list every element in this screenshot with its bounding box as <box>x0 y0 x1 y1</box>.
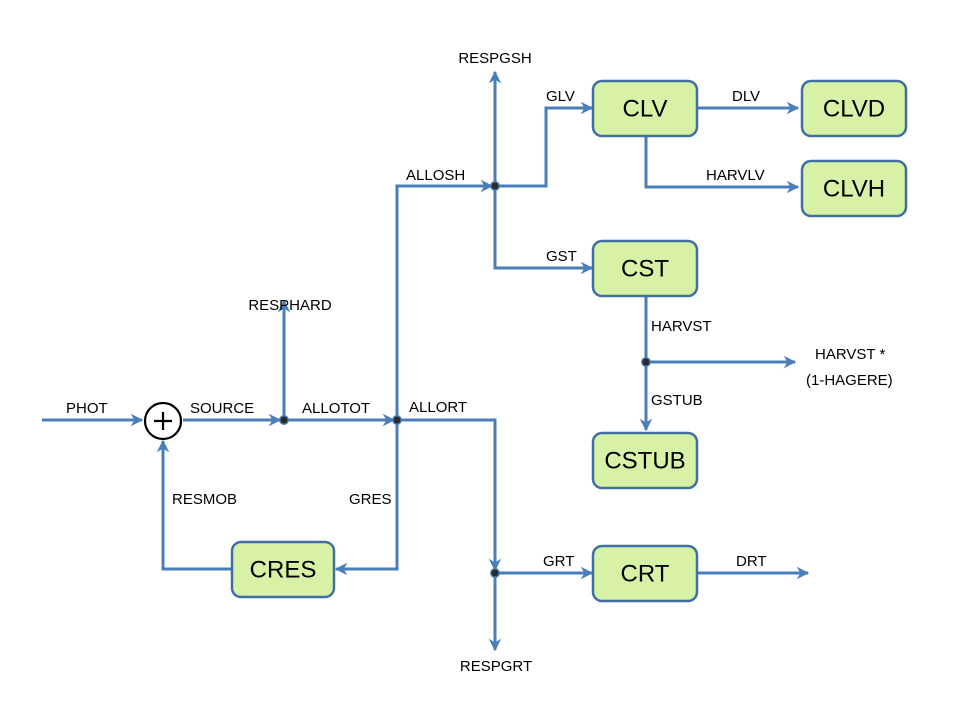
label-drt: DRT <box>736 553 767 570</box>
label-resmob: RESMOB <box>172 491 237 508</box>
junction-allotot <box>392 415 402 425</box>
label-harvst-loss-1: HARVST * <box>815 346 885 363</box>
label-glv: GLV <box>546 88 575 105</box>
label-allotot: ALLOTOT <box>302 400 370 417</box>
label-gres: GRES <box>349 491 392 508</box>
node-cst-label: CST <box>621 256 669 283</box>
harvlv-arrow <box>644 137 800 194</box>
gst-arrow <box>493 186 594 275</box>
allosh-arrow <box>395 179 494 420</box>
junction-harvst <box>641 357 651 367</box>
glv-arrow <box>495 101 594 188</box>
node-clv: CLV <box>591 79 699 138</box>
junction-source <box>279 415 289 425</box>
gres-arrow <box>334 420 399 576</box>
label-respgrt: RESPGRT <box>460 658 532 675</box>
node-clvh: CLVH <box>800 159 908 218</box>
junction-allort <box>490 568 500 578</box>
node-crt: CRT <box>591 544 699 603</box>
node-crt-label: CRT <box>621 561 670 588</box>
allort-arrow <box>397 418 502 572</box>
node-cres-label: CRES <box>250 557 317 584</box>
label-harvst: HARVST <box>651 318 712 335</box>
node-clvd: CLVD <box>800 79 908 138</box>
node-cstub-label: CSTUB <box>604 448 685 475</box>
label-source: SOURCE <box>190 400 254 417</box>
resmob-arrow <box>156 439 232 571</box>
label-grt: GRT <box>543 553 574 570</box>
node-cstub: CSTUB <box>591 431 699 490</box>
label-resphard: RESPHARD <box>248 297 332 314</box>
label-respgsh: RESPGSH <box>458 50 531 67</box>
node-clvd-label: CLVD <box>823 96 885 123</box>
label-phot: PHOT <box>66 400 108 417</box>
label-gst: GST <box>546 248 577 265</box>
label-harvlv: HARVLV <box>706 167 765 184</box>
node-cst: CST <box>591 239 699 298</box>
label-allort: ALLORT <box>409 399 467 416</box>
label-dlv: DLV <box>732 88 760 105</box>
label-gstub: GSTUB <box>651 392 703 409</box>
node-clv-label: CLV <box>623 96 668 123</box>
junction-allosh <box>490 181 500 191</box>
sum-node <box>143 401 183 441</box>
node-clvh-label: CLVH <box>823 176 885 203</box>
label-allosh: ALLOSH <box>406 167 465 184</box>
node-cres: CRES <box>230 540 336 599</box>
label-harvst-loss-2: (1-HAGERE) <box>806 372 893 389</box>
